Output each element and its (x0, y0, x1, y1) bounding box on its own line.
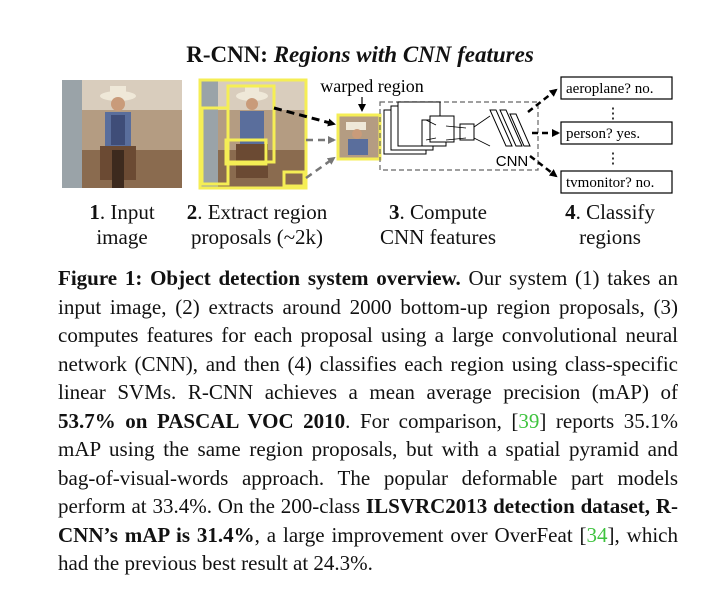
caption-lead: Figure 1: Object detection system overvi… (58, 266, 461, 290)
step-number: 3 (389, 200, 400, 224)
class-arrow-1 (527, 88, 558, 113)
step-line1: . Classify (575, 200, 655, 224)
proposal-arrow-3 (305, 156, 336, 180)
step-line2: image (96, 225, 148, 249)
step-number: 2 (186, 200, 198, 224)
class-label-tvmonitor: tvmonitor? no. (566, 175, 654, 191)
caption-bold: 53.7% on PASCAL VOC 2010 (58, 408, 346, 433)
figure-title: R-CNN: Regions with CNN features (0, 42, 720, 68)
step-line2: CNN features (379, 225, 497, 249)
class-arrow-3 (529, 155, 558, 178)
title-prefix: R-CNN: (186, 42, 268, 67)
step-line2: regions (579, 225, 641, 249)
citation-link[interactable]: 34 (586, 522, 608, 547)
step-number: 4 (565, 200, 576, 224)
caption-text: ], which had the previous best result at… (58, 522, 678, 576)
step-line1: . Extract region (197, 200, 328, 224)
step-line2: proposals (~2k) (190, 225, 324, 249)
class-box-aeroplane: aeroplane? no. (560, 76, 673, 100)
warped-region-image (336, 113, 382, 161)
step-label-input: 1. Input image (62, 200, 182, 250)
step-label-classify: 4. Classify regions (540, 200, 680, 250)
step-line1: . Input (99, 200, 155, 224)
caption-bold: ILSVRC2013 detection dataset, R-CNN’s mA… (58, 494, 678, 547)
ellipsis-2: ⋮ (606, 151, 621, 167)
class-box-tvmonitor: tvmonitor? no. (560, 170, 673, 194)
class-label-aeroplane: aeroplane? no. (566, 81, 653, 97)
step-label-extract: 2. Extract region proposals (~2k) (172, 200, 342, 250)
ellipsis-1: ⋮ (606, 106, 621, 122)
figure-caption: Figure 1: Object detection system overvi… (58, 264, 678, 578)
step-label-compute: 3. Compute CNN features (360, 200, 516, 250)
step-line1: . Compute (399, 200, 488, 224)
rcnn-pipeline-diagram: warped region CNN aeroplane? no. ⋮ (62, 76, 673, 194)
cnn-label: CNN (496, 153, 529, 170)
warped-region-label: warped region (320, 76, 423, 96)
caption-text: ] reports 35.1% mAP using the same regio… (58, 408, 678, 519)
caption-text: . For comparison, [ (345, 408, 519, 433)
class-box-person: person? yes. (560, 121, 673, 145)
input-image (62, 80, 182, 188)
title-emphasis: Regions with CNN features (273, 42, 534, 67)
citation-link[interactable]: 39 (518, 408, 540, 433)
step-number: 1 (89, 200, 100, 224)
caption-text: , a large improvement over OverFeat [ (254, 522, 587, 547)
region-proposals-image (198, 78, 308, 190)
cnn-box: CNN (379, 101, 539, 171)
caption-text: Our system (1) takes an input image, (2)… (58, 266, 678, 404)
class-label-person: person? yes. (566, 126, 640, 142)
proposal-arrow-1 (273, 106, 336, 127)
